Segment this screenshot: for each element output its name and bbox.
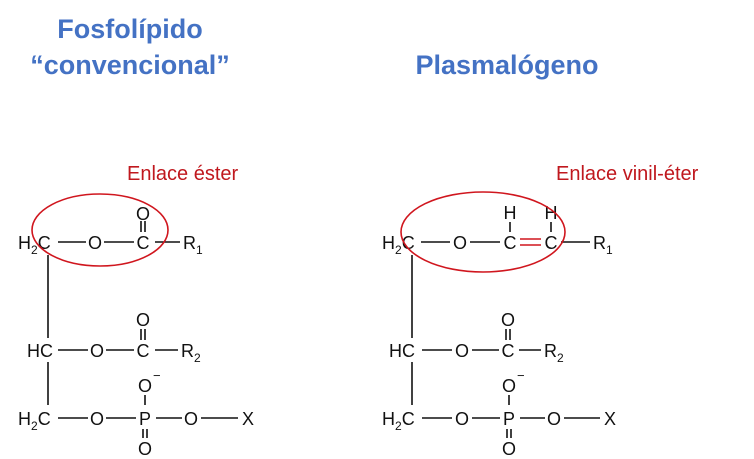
atom-p: P — [139, 409, 151, 429]
atom-o: O — [136, 310, 150, 330]
negative-charge: − — [153, 368, 161, 383]
atom-o: O — [184, 409, 198, 429]
atom-r2: R2 — [181, 341, 201, 365]
label-vinyl-ether-bond: Enlace vinil-éter — [556, 163, 699, 185]
atom-o-minus: O — [138, 376, 152, 396]
atom-r1: R1 — [593, 233, 613, 257]
atom-x: X — [604, 409, 616, 429]
atom-c: C — [504, 233, 517, 253]
plasmalogen-structure: H2C O C H C H R1 HC O C O R2 H2C O P O — [382, 191, 616, 459]
atom-h: H — [504, 203, 517, 223]
atom-c: C — [137, 341, 150, 361]
atom-o: O — [138, 439, 152, 459]
label-ester-bond: Enlace éster — [127, 163, 239, 185]
atom-o: O — [453, 233, 467, 253]
atom-o: O — [90, 341, 104, 361]
atom-c: C — [502, 341, 515, 361]
atom-p: P — [503, 409, 515, 429]
title-conventional-line1: Fosfolípido — [57, 14, 202, 44]
ester-bond-highlight — [31, 193, 169, 267]
vinyl-ether-bond-highlight — [400, 191, 566, 273]
atom-o-minus: O — [502, 376, 516, 396]
atom-o: O — [90, 409, 104, 429]
atom-o: O — [455, 341, 469, 361]
atom-c: C — [545, 233, 558, 253]
atom-r2: R2 — [544, 341, 564, 365]
atom-c: C — [137, 233, 150, 253]
atom-h2c: H2C — [382, 409, 415, 433]
atom-h2c: H2C — [382, 233, 415, 257]
atom-o: O — [502, 439, 516, 459]
atom-o: O — [547, 409, 561, 429]
atom-h2c: H2C — [18, 409, 51, 433]
atom-hc: HC — [27, 341, 53, 361]
atom-o: O — [88, 233, 102, 253]
atom-x: X — [242, 409, 254, 429]
title-plasmalogen: Plasmalógeno — [415, 50, 598, 80]
negative-charge: − — [517, 368, 525, 383]
atom-hc: HC — [389, 341, 415, 361]
atom-o: O — [136, 204, 150, 224]
atom-o: O — [455, 409, 469, 429]
conventional-phospholipid-structure: H2C O C O R1 HC O C O R2 H2C O P O − — [18, 193, 254, 459]
atom-h2c: H2C — [18, 233, 51, 257]
atom-r1: R1 — [183, 233, 203, 257]
title-conventional-line2: “convencional” — [30, 50, 230, 80]
atom-o: O — [501, 310, 515, 330]
